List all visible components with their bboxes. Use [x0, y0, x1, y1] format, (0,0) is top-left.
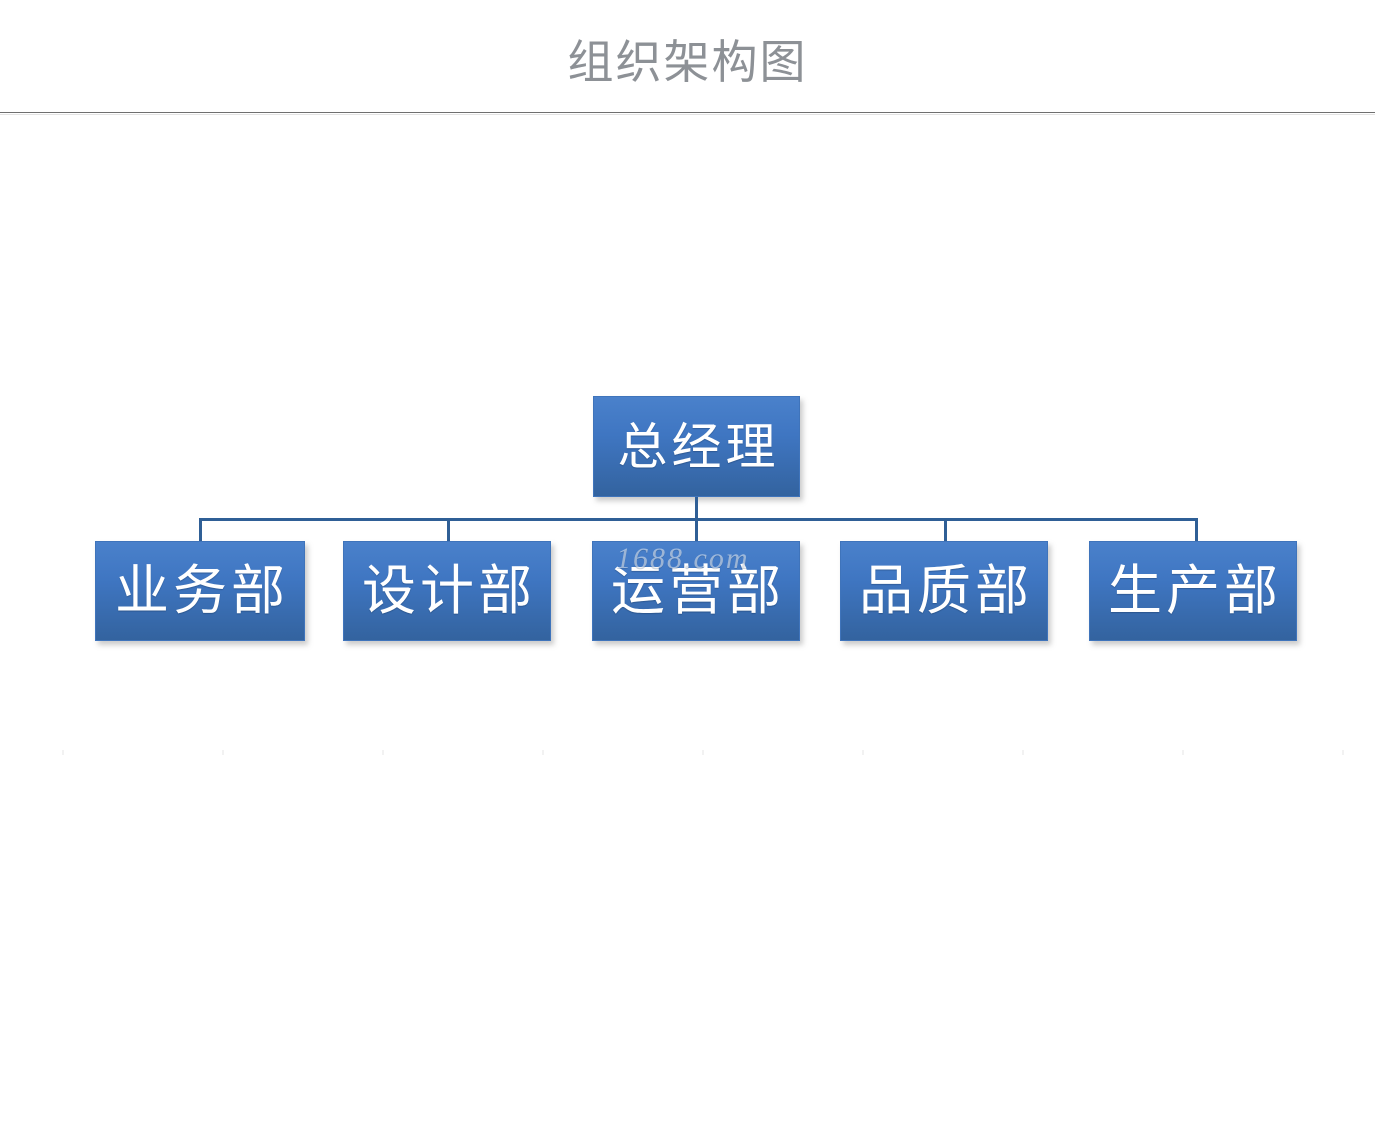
connector-drop-dept1	[199, 518, 202, 542]
footer-guide-marks	[0, 750, 1375, 756]
org-node-dept4[interactable]: 品质部	[840, 541, 1048, 641]
org-node-dept1[interactable]: 业务部	[95, 541, 305, 641]
connector-drop-dept3	[695, 518, 698, 542]
connector-horizontal-bus	[199, 518, 1197, 521]
connector-drop-dept4	[944, 518, 947, 542]
org-node-dept2-label: 设计部	[362, 561, 536, 621]
page-title: 组织架构图	[567, 36, 808, 88]
header-divider-shadow	[0, 114, 1375, 115]
org-node-dept2[interactable]: 设计部	[343, 541, 551, 641]
org-node-dept5-label: 生产部	[1108, 561, 1282, 621]
org-node-root-label: 总经理	[617, 418, 780, 475]
org-node-dept3[interactable]: 运营部	[592, 541, 800, 641]
connector-drop-dept5	[1195, 518, 1198, 542]
org-node-dept5[interactable]: 生产部	[1089, 541, 1297, 641]
org-node-dept3-label: 运营部	[611, 561, 785, 621]
slide-header: 组织架构图	[0, 0, 1375, 115]
org-node-dept4-label: 品质部	[859, 561, 1033, 621]
org-node-dept1-label: 业务部	[115, 561, 289, 621]
org-node-root[interactable]: 总经理	[593, 396, 800, 497]
connector-drop-dept2	[447, 518, 450, 542]
header-divider	[0, 112, 1375, 113]
connector-root-stem	[695, 497, 698, 520]
